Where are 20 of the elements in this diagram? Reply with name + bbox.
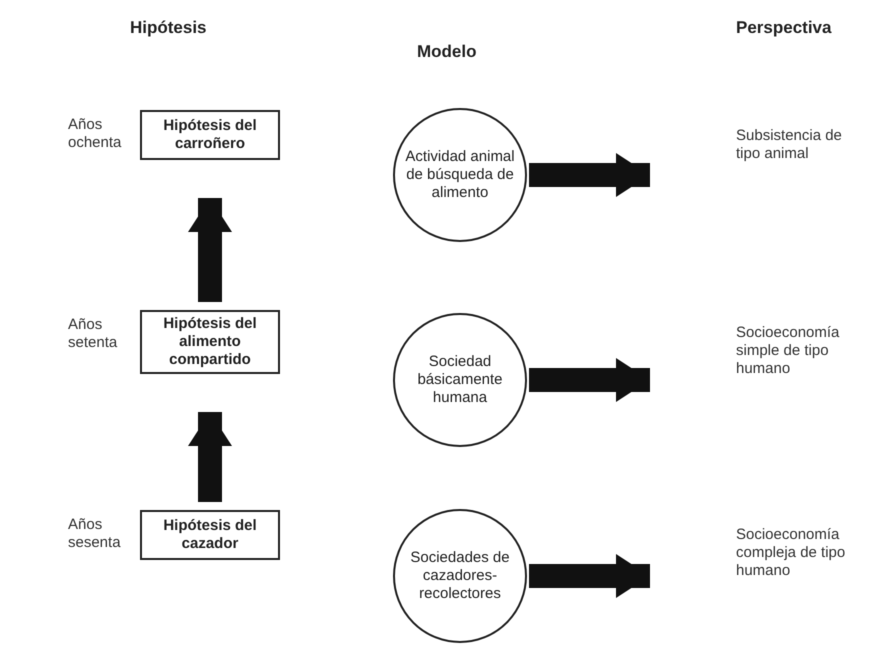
hypothesis-box: Hipótesis del cazador [140,510,280,560]
block-arrow [188,198,232,302]
hypothesis-box: Hipótesis del alimento compartido [140,310,280,374]
model-circle: Sociedad básicamente humana [393,313,527,447]
block-arrow [529,554,650,598]
block-arrow [188,412,232,502]
column-heading: Modelo [417,42,476,62]
decade-label: Años ochenta [68,116,122,152]
block-arrow [529,358,650,402]
decade-label: Años sesenta [68,516,122,552]
model-circle: Actividad animal de búsqueda de alimento [393,108,527,242]
hypothesis-box: Hipótesis del carroñero [140,110,280,160]
column-heading: Hipótesis [130,18,207,38]
perspective-text: Socioeconomía simple de tipo humano [680,318,856,384]
decade-label: Años setenta [68,316,118,352]
block-arrow [529,153,650,197]
model-circle: Sociedades de cazadores-recolectores [393,509,527,643]
perspective-text: Subsistencia de tipo animal [680,112,856,178]
perspective-text: Socioeconomía compleja de tipo humano [680,520,856,586]
column-heading: Perspectiva [736,18,832,38]
